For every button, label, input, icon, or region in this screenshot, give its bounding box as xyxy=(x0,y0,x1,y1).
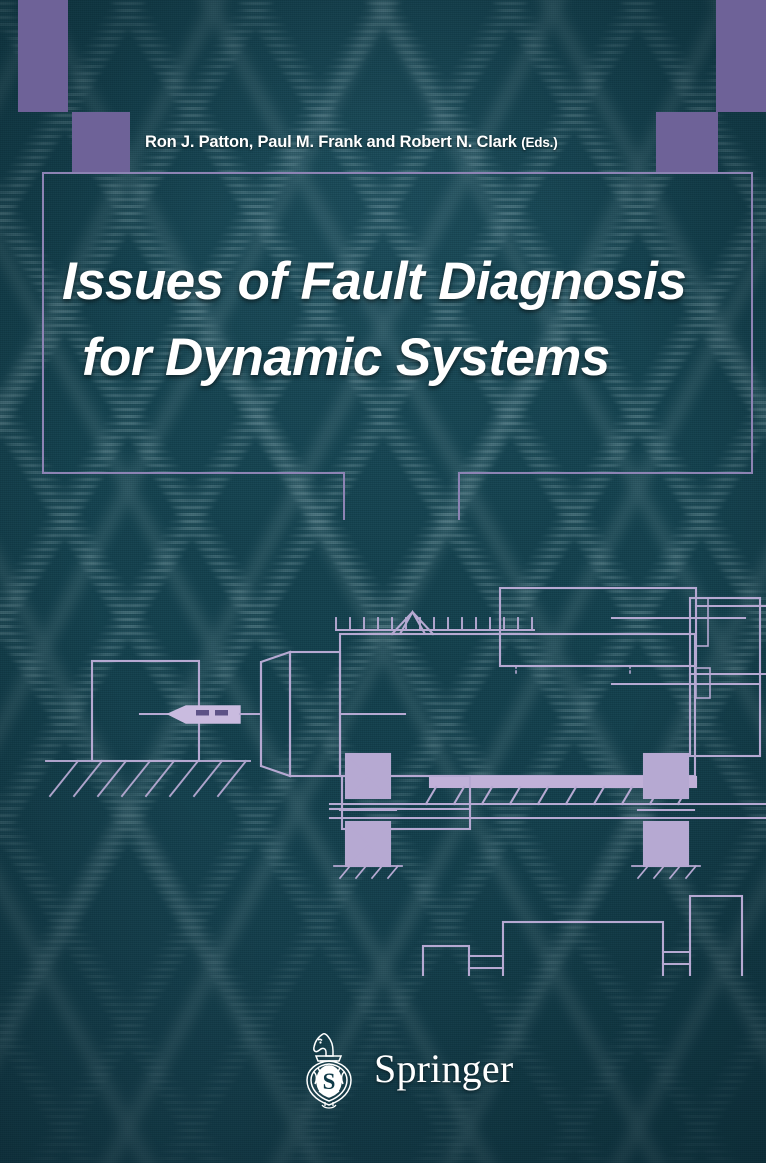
title-frame-left-rule xyxy=(42,172,44,474)
springer-knight-crest-icon: S xyxy=(306,1033,352,1109)
upper-right-module xyxy=(498,586,766,668)
measurement-scale-ruler xyxy=(335,617,535,631)
editors-line: Ron J. Patton, Paul M. Frank and Robert … xyxy=(145,133,558,152)
triangular-pointer xyxy=(398,609,427,636)
bearing-assembly-left xyxy=(333,752,403,880)
lower-right-column xyxy=(661,894,744,976)
accent-block-top-left-tall xyxy=(18,0,68,112)
title-frame-bottom-rule-left xyxy=(42,472,345,474)
main-spindle-housing xyxy=(338,632,697,778)
editors-names: Ron J. Patton, Paul M. Frank and Robert … xyxy=(145,133,517,151)
book-title-line-2: for Dynamic Systems xyxy=(82,328,610,387)
title-frame-top-rule xyxy=(42,172,753,174)
publisher-logo: S Springer xyxy=(300,1028,513,1110)
editors-role-suffix: (Eds.) xyxy=(521,135,558,150)
lower-small-block xyxy=(421,944,505,976)
title-frame-right-rule xyxy=(751,172,753,474)
machine-schematic-illustration xyxy=(45,586,766,976)
drill-bit-tool xyxy=(138,705,241,724)
accent-block-top-right-small xyxy=(656,112,718,172)
lower-motor-block xyxy=(501,920,665,976)
drive-shaft xyxy=(328,802,766,820)
accent-block-top-right-tall xyxy=(716,0,766,112)
publisher-name: Springer xyxy=(374,1046,514,1091)
title-frame-drop-stub-left xyxy=(343,472,345,521)
tapered-chuck xyxy=(238,650,292,778)
module-joint-marks xyxy=(515,665,631,677)
title-frame-drop-stub-right xyxy=(458,472,460,521)
bearing-assembly-right xyxy=(631,752,701,880)
title-frame-bottom-rule-right xyxy=(458,472,753,474)
hatched-ground-left xyxy=(45,759,251,798)
book-title-line-1: Issues of Fault Diagnosis xyxy=(62,252,687,311)
crest-letter: S xyxy=(323,1069,336,1094)
spindle-neck xyxy=(288,650,342,778)
accent-block-top-left-small xyxy=(72,112,130,172)
right-side-column xyxy=(610,596,766,758)
book-title: Issues of Fault Diagnosis for Dynamic Sy… xyxy=(62,244,742,396)
